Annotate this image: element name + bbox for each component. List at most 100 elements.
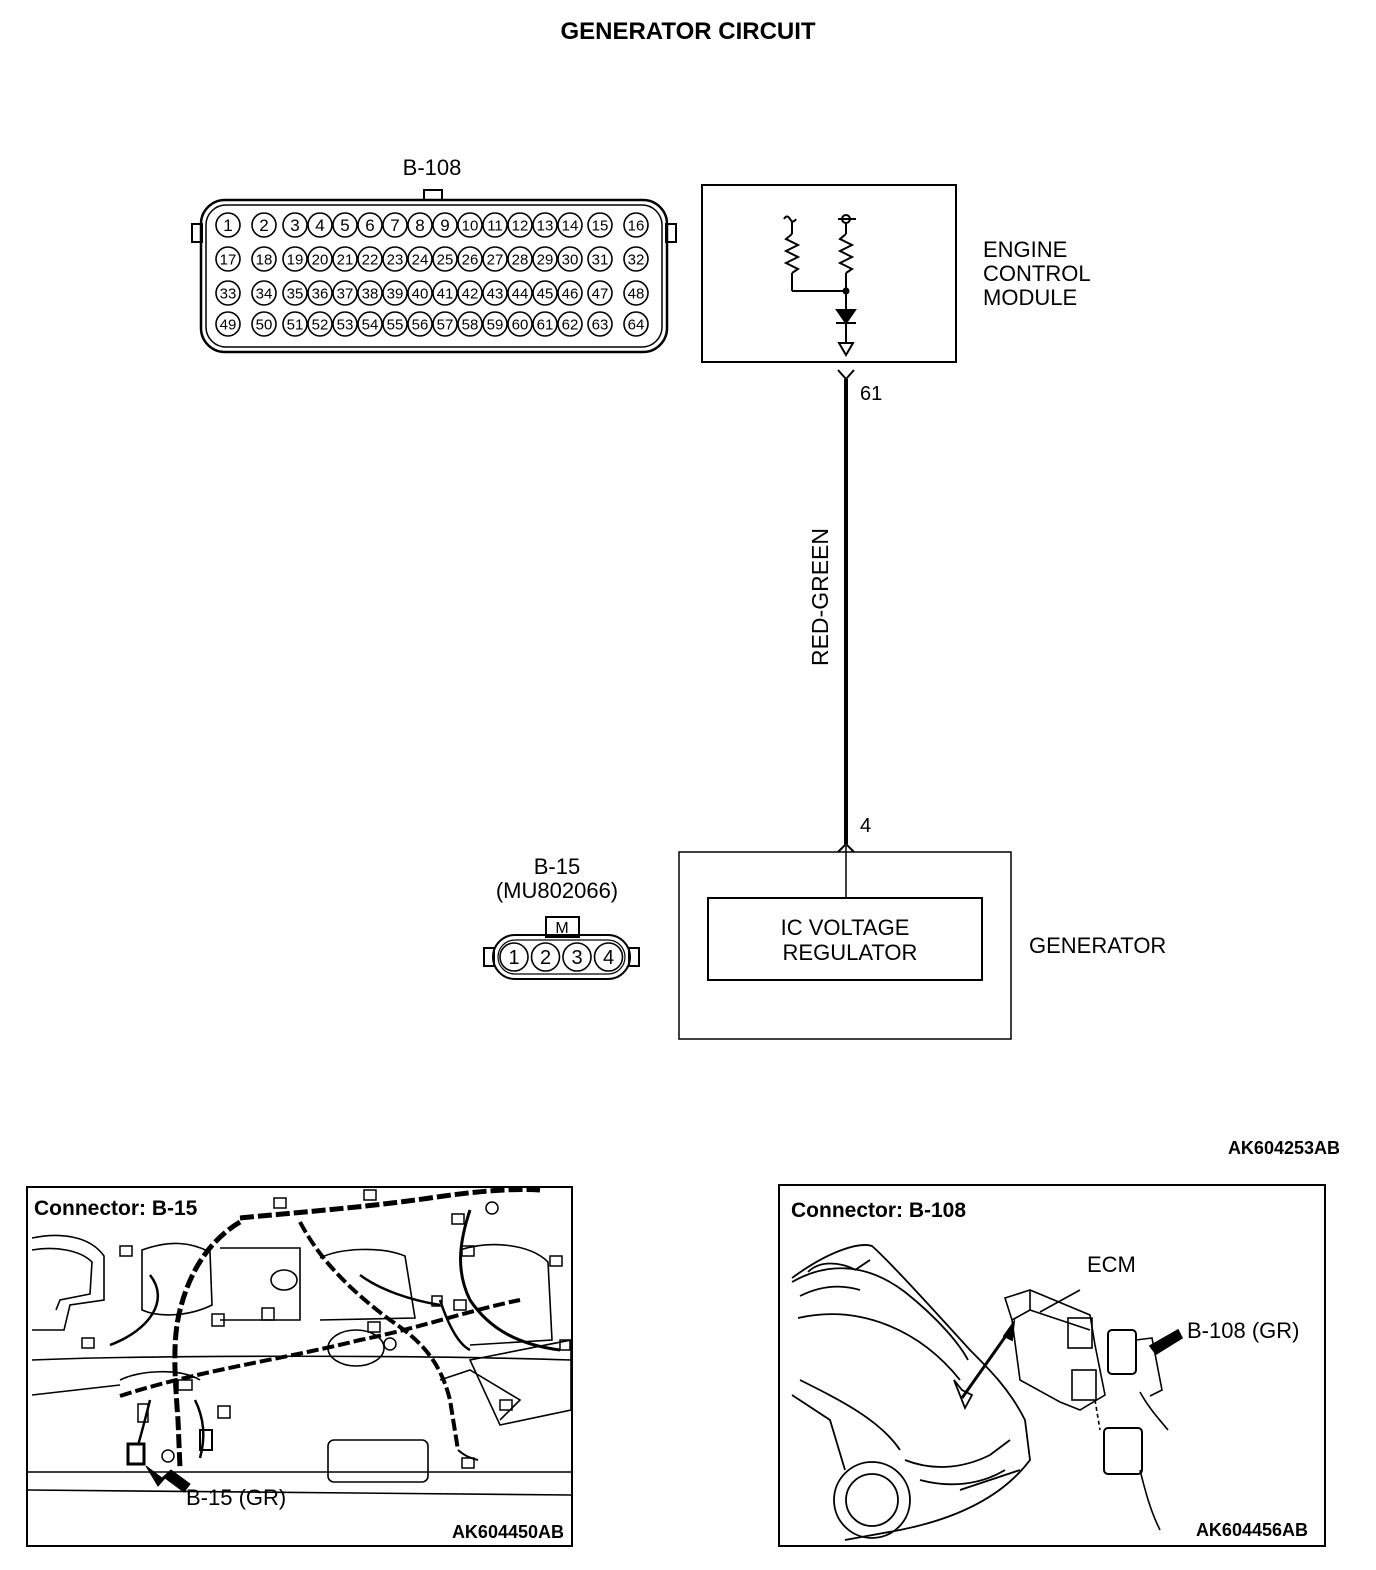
b108-pin-63: 63 (592, 316, 609, 333)
ecm-box (701, 184, 957, 363)
b108-pin-27-circle (482, 246, 508, 272)
panel-b108-code: AK604456AB (1196, 1520, 1308, 1540)
b108-pin-30-circle (557, 246, 583, 272)
b108-pin-19: 19 (287, 251, 304, 268)
b108-pin-35: 35 (287, 285, 304, 302)
harness-wire (837, 369, 855, 897)
b108-pin-30: 30 (562, 251, 579, 268)
b108-pin-55-circle (382, 311, 408, 337)
b108-pin-24: 24 (412, 251, 429, 268)
b15-pin-4-circle (593, 942, 624, 972)
panel-b15-callout: B-15 (GR) (186, 1485, 286, 1510)
b15-pin-1: 1 (508, 947, 519, 969)
b108-pin-54: 54 (362, 316, 379, 333)
b108-pin-22: 22 (362, 251, 379, 268)
b108-pin-37: 37 (337, 285, 354, 302)
b108-pin-15: 15 (592, 217, 609, 234)
wiring-harness (81, 1188, 571, 1493)
b108-pin-12-circle (507, 212, 533, 238)
b108-pin-63-circle (587, 311, 613, 337)
b108-pin-38-circle (357, 280, 383, 306)
b108-pin-38: 38 (362, 285, 379, 302)
b108-pin-20-circle (307, 246, 333, 272)
b108-label: B-108 (403, 155, 462, 180)
b108-pin-24-circle (407, 246, 433, 272)
b108-pin-18: 18 (256, 251, 273, 268)
b108-pin-18-circle (251, 246, 277, 272)
b108-pin-36: 36 (312, 285, 329, 302)
b15-pin-2: 2 (540, 947, 551, 969)
b108-pin-58-circle (457, 311, 483, 337)
b108-pin-5: 5 (340, 216, 349, 235)
b108-pin-48: 48 (628, 285, 645, 302)
diagram-code: AK604253AB (1228, 1138, 1340, 1158)
b108-pin-7-circle (382, 212, 408, 238)
b108-pin-55: 55 (387, 316, 404, 333)
ecm-internal-circuit (783, 214, 857, 357)
b108-pin-51: 51 (287, 316, 304, 333)
regulator-line-1: IC VOLTAGE (781, 915, 910, 940)
b108-pin-51-circle (282, 311, 308, 337)
b108-pin-1: 1 (223, 216, 232, 235)
b108-pin-10-circle (457, 212, 483, 238)
b108-pin-9-circle (432, 212, 458, 238)
b108-pin-37-circle (332, 280, 358, 306)
b108-pin-28-circle (507, 246, 533, 272)
b108-pin-21-circle (332, 246, 358, 272)
panel-b15: Connector: B-15 B-15 (GR) AK604450AB (26, 1186, 573, 1547)
b108-pin-60: 60 (512, 316, 529, 333)
b108-pin-13-circle (532, 212, 558, 238)
ecm-name-line-2: CONTROL (983, 261, 1091, 286)
b108-pin-10: 10 (462, 217, 479, 234)
b108-pin-44-circle (507, 280, 533, 306)
b108-pin-64-circle (623, 311, 649, 337)
b108-pin-3: 3 (290, 216, 299, 235)
b108-pin-62-circle (557, 311, 583, 337)
b108-pin-44: 44 (512, 285, 529, 302)
b108-pin-2-circle (251, 212, 277, 238)
b108-pin-32: 32 (628, 251, 645, 268)
b108-pin-50-circle (251, 311, 277, 337)
ecm-unit-illustration (1003, 1289, 1184, 1531)
b15-key-mark: M (555, 920, 568, 937)
b108-pin-46-circle (557, 280, 583, 306)
b108-pin-52: 52 (312, 316, 329, 333)
b108-pin-61: 61 (537, 316, 554, 333)
b108-pin-60-circle (507, 311, 533, 337)
panel-b108: Connector: B-108 ECM B-108 (GR) AK604456… (778, 1184, 1326, 1547)
ecm-name-line-1: ENGINE (983, 237, 1067, 262)
b108-pin-19-circle (282, 246, 308, 272)
b108-pin-22-circle (357, 246, 383, 272)
b15-label: B-15 (534, 854, 580, 879)
b108-pin-4: 4 (315, 216, 324, 235)
page-title: GENERATOR CIRCUIT (560, 18, 816, 45)
b108-pin-43-circle (482, 280, 508, 306)
b108-pin-49-circle (215, 311, 241, 337)
b108-pin-64: 64 (628, 316, 645, 333)
b108-pin-53: 53 (337, 316, 354, 333)
b108-pin-35-circle (282, 280, 308, 306)
b108-pin-54-circle (357, 311, 383, 337)
panel-b15-title: Connector: B-15 (34, 1197, 198, 1220)
b108-pin-34: 34 (256, 285, 273, 302)
b108-pin-14: 14 (562, 217, 579, 234)
panel-b108-callout: B-108 (GR) (1187, 1318, 1299, 1343)
b108-pin-57-circle (432, 311, 458, 337)
engine-bay-illustration (28, 1234, 571, 1496)
b108-pin-26-circle (457, 246, 483, 272)
b108-pin-28: 28 (512, 251, 529, 268)
b108-pin-42: 42 (462, 285, 479, 302)
b108-pin-33-circle (215, 280, 241, 306)
ecm-terminal-number: 61 (860, 383, 882, 405)
b108-pin-59: 59 (487, 316, 504, 333)
b15-pin-3-circle (562, 942, 592, 972)
b108-pin-50: 50 (256, 316, 273, 333)
b108-pin-41-circle (432, 280, 458, 306)
b15-part-number: (MU802066) (496, 878, 618, 903)
b108-pin-56-circle (407, 311, 433, 337)
b108-pin-36-circle (307, 280, 333, 306)
b108-pin-11-circle (482, 212, 508, 238)
generator-terminal-number: 4 (860, 815, 871, 837)
